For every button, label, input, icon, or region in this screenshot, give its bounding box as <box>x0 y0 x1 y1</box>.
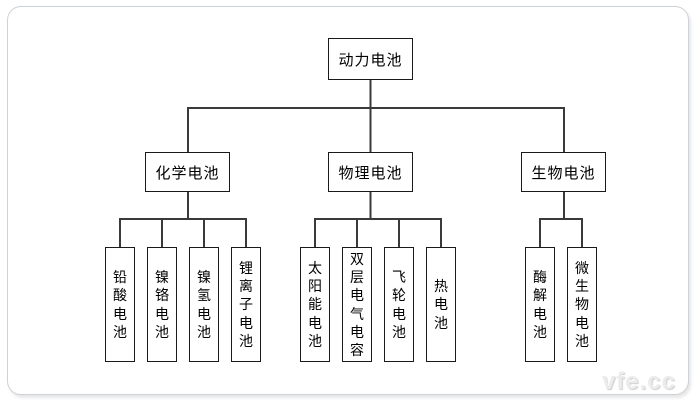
node-branch-label: 化学电池 <box>155 164 220 182</box>
node-leaf-microbial: 微生物电池 <box>567 247 597 362</box>
node-leaf-label: 镍铬电池 <box>155 269 169 340</box>
node-leaf-double-layer-capacitor: 双层电气电容 <box>342 247 372 362</box>
node-leaf-label: 热电池 <box>434 278 448 331</box>
node-leaf-label: 太阳能电池 <box>308 260 322 349</box>
node-leaf-enzymatic: 酶解电池 <box>525 247 555 362</box>
node-leaf-nickel-hydrogen: 镍氢电池 <box>189 247 219 362</box>
node-leaf-label: 双层电气电容 <box>350 250 364 358</box>
node-leaf-label: 铅酸电池 <box>113 269 127 340</box>
node-branch-biological: 生物电池 <box>521 152 606 192</box>
node-leaf-solar: 太阳能电池 <box>300 247 330 362</box>
node-leaf-lead-acid: 铅酸电池 <box>105 247 135 362</box>
node-leaf-label: 酶解电池 <box>533 269 547 340</box>
node-branch-label: 物理电池 <box>338 164 403 182</box>
node-branch-physical: 物理电池 <box>328 152 413 192</box>
node-leaf-nickel-chromium: 镍铬电池 <box>147 247 177 362</box>
node-leaf-label: 飞轮电池 <box>392 269 406 340</box>
node-branch-chemical: 化学电池 <box>145 152 230 192</box>
node-leaf-label: 微生物电池 <box>575 260 589 349</box>
node-leaf-thermal: 热电池 <box>426 247 456 362</box>
node-leaf-lithium-ion: 锂离子电池 <box>231 247 261 362</box>
watermark: vfe.cc <box>601 368 676 395</box>
node-branch-label: 生物电池 <box>531 164 596 182</box>
node-leaf-label: 镍氢电池 <box>197 269 211 340</box>
node-leaf-label: 锂离子电池 <box>239 260 253 349</box>
node-root-label: 动力电池 <box>338 51 403 69</box>
node-leaf-flywheel: 飞轮电池 <box>384 247 414 362</box>
node-root: 动力电池 <box>328 38 413 80</box>
